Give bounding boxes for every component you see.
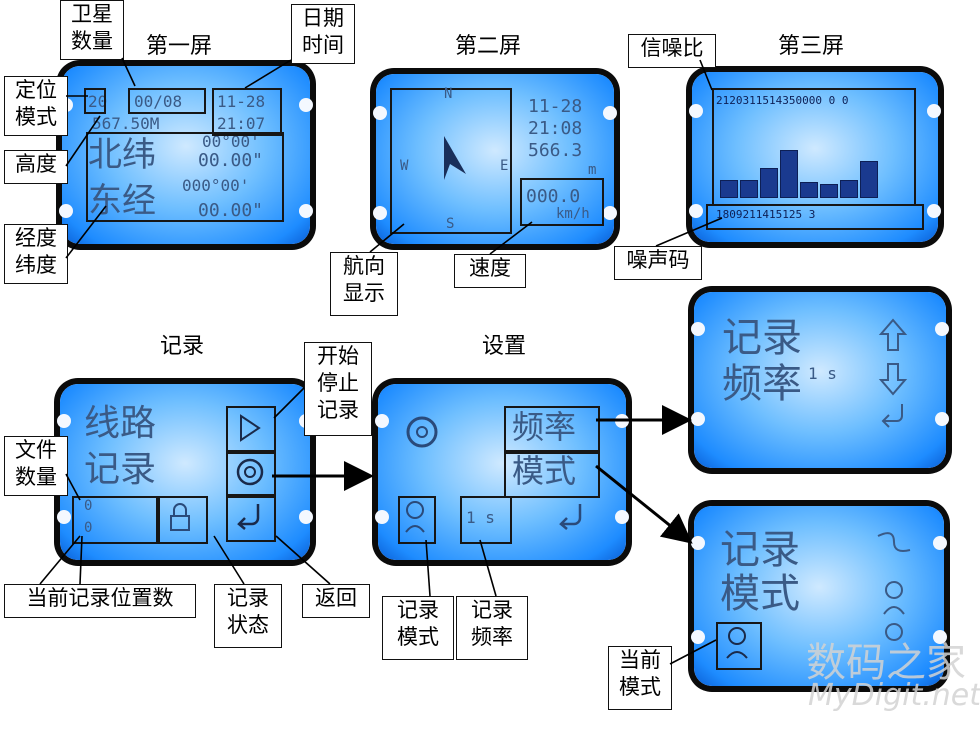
callout-fix-mode: 定位模式 [4,76,68,136]
return-icon [237,504,260,530]
callout-speed: 速度 [454,254,526,288]
callout-altitude: 高度 [4,150,68,184]
watermark-cn: 数码之家 [806,640,966,686]
walk-mode-icon [726,627,748,659]
fix-mode-value: 20 [88,92,108,111]
longitude-deg: 000°00' [182,176,250,195]
up-down-arrows-icon [878,318,908,428]
play-icon [240,414,261,442]
callout-lon-lat: 经度纬度 [4,224,68,284]
snr-bar [800,182,818,198]
watermark-en: MyDigit.net [808,678,980,713]
time-value-2: 21:08 [528,118,583,139]
frequency-button-label: 频率 [512,408,577,446]
heading-arrow-icon [444,136,466,180]
current-frequency-box [460,496,512,544]
compass-west: W [400,158,409,174]
altitude-unit: m [588,162,597,178]
latitude-deg: 00°00' [202,132,260,151]
mode-button[interactable] [504,450,600,498]
screen1-lcd: 20 00/08 11-28 567.50M 21:07 北纬 00°00' 0… [59,66,313,244]
mode-detail-selected-box [716,622,762,670]
altitude-value: 567.50M [92,114,160,133]
longitude-sec: 00.00" [198,200,264,221]
mode-detail-line1: 记录 [720,527,800,573]
target-icon [236,458,264,486]
frequency-detail-line2: 频率 [722,361,802,407]
satellite-count-value: 00/08 [134,92,183,111]
latitude-label: 北纬 [88,135,156,175]
callout-satellite-count: 卫星数量 [60,0,124,60]
mode-list-icons [877,532,911,641]
frequency-detail-lcd: 记录 频率 1 s [691,292,949,468]
callout-current-mode: 当前模式 [608,646,672,710]
current-mode-box [398,496,436,544]
compass-north: N [444,86,453,102]
snr-bar [740,180,758,198]
noise-code-row: 1809211415125 3 [716,208,816,221]
record-line2: 记录 [84,449,157,490]
settings-lcd: 频率 模式 1 s [375,384,629,560]
screen3-lcd: 2120311514350000 0 0 1809211415125 3 [689,72,941,242]
callout-back: 返回 [302,584,370,618]
callout-heading: 航向显示 [330,252,398,316]
callout-file-count: 文件数量 [4,436,68,496]
snr-bar [860,161,878,198]
snr-bar [720,180,738,198]
settings-entry-button[interactable] [226,450,276,498]
callout-noise-code: 噪声码 [614,246,702,280]
file-count-value: 0 [84,498,93,514]
frequency-button[interactable] [504,406,600,454]
frequency-detail-line1: 记录 [722,315,802,361]
callout-record-status: 记录状态 [214,584,282,648]
back-button[interactable] [226,494,276,542]
screen2-lcd: N S W E 11-28 21:08 566.3 m 000.0 km/h [373,74,617,244]
snr-bar [840,180,858,198]
mode-detail-line2: 模式 [720,571,800,617]
screen2-title: 第二屏 [455,34,522,59]
mode-button-label: 模式 [512,452,577,490]
record-status-icon [170,503,190,531]
mode-detail-lcd: 记录 模式 [691,506,947,686]
callout-start-stop: 开始停止记录 [304,342,372,436]
screen1-title: 第一屏 [146,34,213,59]
callout-record-mode: 记录模式 [382,596,454,660]
snr-bar [760,168,778,198]
walk-mode-icon [405,501,425,533]
start-stop-button[interactable] [226,406,276,454]
compass-east: E [500,158,509,174]
date-value-2: 11-28 [528,96,583,117]
screen3-title: 第三屏 [778,34,845,59]
settings-title: 设置 [482,334,527,359]
speed-value: 000.0 [526,186,581,207]
speed-box [520,178,604,226]
noise-frame [706,204,924,230]
date-value: 11-28 [217,92,266,111]
speed-unit: km/h [556,206,590,222]
latitude-sec: 00.00" [198,150,264,171]
time-value: 21:07 [217,114,266,133]
compass-south: S [446,216,455,232]
callout-date-time: 日期时间 [291,4,355,64]
snr-bar [780,150,798,198]
record-count-box [72,496,160,544]
record-title: 记录 [160,334,205,359]
altitude-value-2: 566.3 [528,140,583,161]
record-lcd: 线路 记录 0 0 [57,384,313,560]
return-icon [559,504,582,530]
position-count-value: 0 [84,520,93,536]
snr-bar [820,184,838,198]
record-line1: 线路 [84,403,157,444]
current-frequency-value: 1 s [466,508,495,527]
gps-target-icon [406,416,438,448]
callout-snr: 信噪比 [628,34,716,68]
callout-current-position: 当前记录位置数 [4,584,196,618]
compass-frame [390,88,512,234]
record-status-box [156,496,208,544]
snr-row: 2120311514350000 0 0 [716,94,849,107]
frequency-detail-value: 1 s [808,364,837,383]
callout-record-frequency: 记录频率 [456,596,528,660]
